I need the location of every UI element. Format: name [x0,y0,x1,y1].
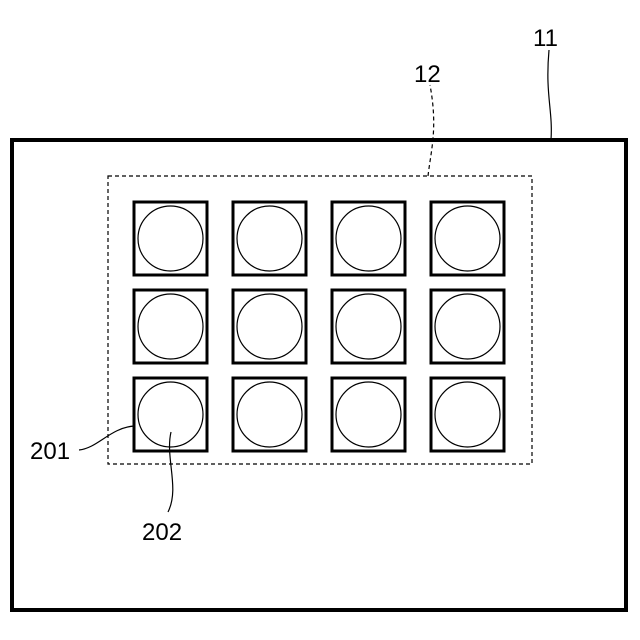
array-region-outline [108,176,532,464]
cell-frame-r1-c3 [332,202,405,275]
cell-element-r2-c1 [138,294,203,359]
cell-frame-r2-c3 [332,290,405,363]
leader-line-12 [428,85,434,176]
leader-line-201 [79,426,134,450]
cell-element-r3-c4 [435,382,500,447]
cell-frame-r1-c4 [431,202,504,275]
cell-frame-r3-c3 [332,378,405,451]
cell-frame-r2-c2 [233,290,306,363]
cell-element-r2-c4 [435,294,500,359]
label-11: 11 [533,25,558,52]
label-202: 202 [142,519,182,546]
substrate-outline [12,140,626,610]
cell-frame-r2-c1 [134,290,207,363]
leader-line-202 [168,432,173,512]
cell-frame-r3-c2 [233,378,306,451]
cell-frame-r1-c1 [134,202,207,275]
label-12: 12 [414,61,441,88]
leader-line-11 [548,50,551,140]
cell-element-r3-c2 [237,382,302,447]
cell-element-r2-c3 [336,294,401,359]
cell-element-r1-c1 [138,206,203,271]
cell-element-r3-c3 [336,382,401,447]
cell-element-r1-c2 [237,206,302,271]
cell-frame-r3-c4 [431,378,504,451]
cell-element-r2-c2 [237,294,302,359]
cell-frame-r2-c4 [431,290,504,363]
cell-element-r1-c4 [435,206,500,271]
label-201: 201 [30,438,70,465]
cell-element-r1-c3 [336,206,401,271]
cell-grid [134,202,504,451]
cell-frame-r1-c2 [233,202,306,275]
